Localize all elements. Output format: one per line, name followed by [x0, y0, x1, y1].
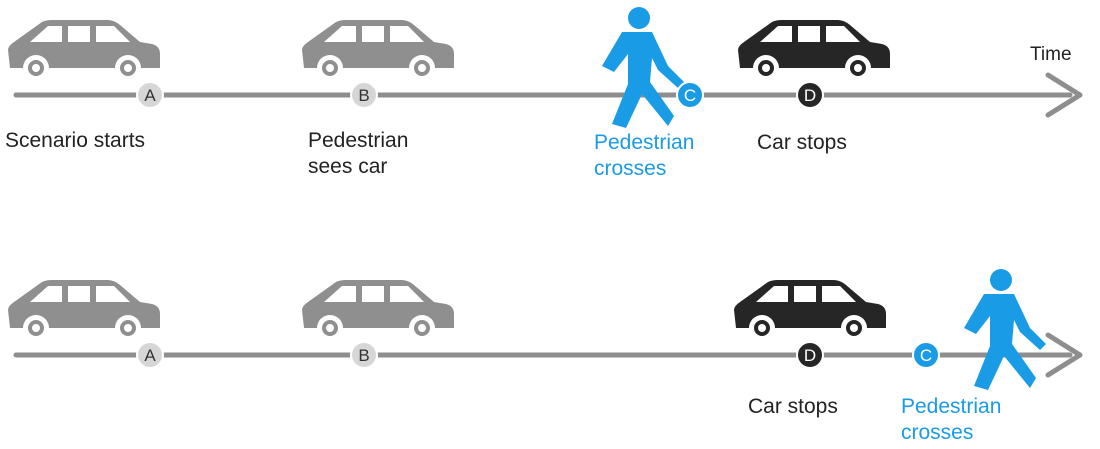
- car-light-icon: [302, 20, 454, 81]
- time-axis-label: Time: [1030, 44, 1072, 65]
- event-marker-b: [350, 81, 378, 109]
- event-marker-d: [796, 81, 824, 109]
- marker-letter: D: [804, 346, 816, 365]
- event-label-scenario-starts: Scenario starts: [5, 129, 146, 152]
- event-label-car-stops: Car stops: [757, 131, 847, 154]
- marker-letter: B: [358, 86, 369, 105]
- marker-letter: D: [804, 86, 816, 105]
- pedestrian-icon: [964, 269, 1046, 390]
- event-label-pedestrian-sees-car: Pedestrian sees car: [308, 129, 409, 178]
- event-label-car-stops: Car stops: [748, 395, 838, 418]
- event-marker-c: [676, 81, 704, 109]
- marker-letter: A: [144, 86, 156, 105]
- event-marker-d: [796, 341, 824, 369]
- time-axis-arrowhead: [1045, 332, 1083, 378]
- marker-letter: A: [144, 346, 156, 365]
- pedestrian-icon: [602, 7, 684, 128]
- event-label-pedestrian-crosses: Pedestrian crosses: [594, 131, 695, 180]
- car-light-icon: [8, 20, 160, 81]
- time-axis-arrowhead: [1045, 72, 1083, 118]
- car-dark-icon: [734, 280, 886, 341]
- event-marker-c: [912, 341, 940, 369]
- marker-letter: C: [920, 346, 932, 365]
- event-label-pedestrian-crosses: Pedestrian crosses: [901, 395, 1002, 444]
- event-marker-a: [136, 341, 164, 369]
- marker-letter: B: [358, 346, 369, 365]
- car-light-icon: [302, 280, 454, 341]
- car-dark-icon: [738, 20, 890, 81]
- car-light-icon: [8, 280, 160, 341]
- event-marker-b: [350, 341, 378, 369]
- event-marker-a: [136, 81, 164, 109]
- marker-letter: C: [684, 86, 696, 105]
